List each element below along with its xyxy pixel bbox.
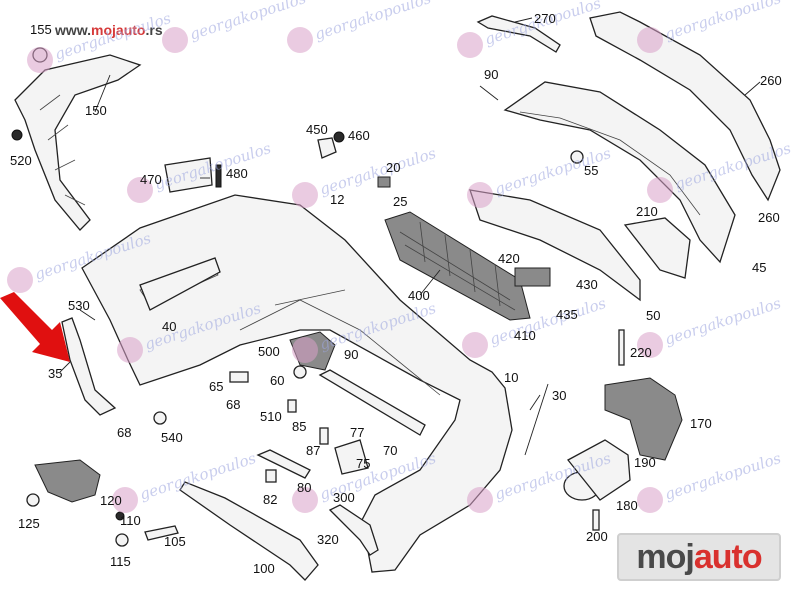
bolt-200-part bbox=[592, 509, 600, 531]
clip-87-part bbox=[319, 427, 329, 445]
callout-label: 10 bbox=[504, 370, 518, 385]
callout-label: 90 bbox=[484, 67, 498, 82]
screw-520-part bbox=[11, 129, 23, 141]
callout-label: 68 bbox=[226, 397, 240, 412]
callout-label: 150 bbox=[85, 103, 107, 118]
pin-220-part bbox=[618, 329, 625, 366]
nut-115-part bbox=[115, 533, 129, 547]
pin-90-part bbox=[479, 85, 499, 101]
bracket-75-part bbox=[334, 439, 369, 475]
clip-60-part bbox=[293, 365, 307, 379]
logo-part-moj: moj bbox=[636, 538, 694, 576]
callout-label: 90 bbox=[344, 347, 358, 362]
side-strip-part bbox=[61, 317, 117, 416]
bracket-120-part bbox=[34, 459, 101, 503]
bracket-80-part bbox=[256, 449, 311, 479]
callout-label: 70 bbox=[383, 443, 397, 458]
callout-label: 420 bbox=[498, 251, 520, 266]
callout-label: 55 bbox=[584, 163, 598, 178]
nut-540-part bbox=[153, 411, 167, 425]
lower-valance-part bbox=[469, 189, 641, 302]
strip-320-part bbox=[328, 504, 379, 556]
callout-label: 210 bbox=[636, 204, 658, 219]
callout-label: 75 bbox=[356, 456, 370, 471]
callout-label: 60 bbox=[270, 373, 284, 388]
callout-label: 530 bbox=[68, 298, 90, 313]
callout-label: 87 bbox=[306, 443, 320, 458]
sensor-block-part bbox=[514, 267, 551, 287]
mojauto-logo: mojauto bbox=[617, 533, 781, 581]
callout-label: 520 bbox=[10, 153, 32, 168]
callout-label: 430 bbox=[576, 277, 598, 292]
callout-label: 100 bbox=[253, 561, 275, 576]
rod-30-part bbox=[524, 383, 549, 456]
callout-label: 410 bbox=[514, 328, 536, 343]
washer-125-part bbox=[26, 493, 40, 507]
callout-label: 68 bbox=[117, 425, 131, 440]
red-arrow-icon bbox=[0, 292, 70, 362]
callout-label: 12 bbox=[330, 192, 344, 207]
callout-label: 300 bbox=[333, 490, 355, 505]
callout-label: 110 bbox=[120, 513, 141, 528]
bolt-105-part bbox=[144, 525, 179, 541]
screw-510-part bbox=[287, 399, 297, 413]
callout-label: 30 bbox=[552, 388, 566, 403]
callout-label: 155 bbox=[30, 22, 52, 37]
callout-label: 460 bbox=[348, 128, 370, 143]
callout-labels: 155 150 520 470 480 450 460 20 25 12 270 90 260 55 210… bbox=[10, 11, 782, 576]
callout-label: 220 bbox=[630, 345, 652, 360]
callout-label: 80 bbox=[297, 480, 311, 495]
callout-label: 435 bbox=[556, 307, 578, 322]
logo-part-auto: auto bbox=[693, 538, 763, 576]
leader-lines bbox=[59, 17, 761, 411]
callout-label: 65 bbox=[209, 379, 223, 394]
callout-label: 25 bbox=[393, 194, 407, 209]
callout-label: 125 bbox=[18, 516, 40, 531]
lower-strip-part bbox=[179, 481, 319, 581]
callout-label: 500 bbox=[258, 344, 280, 359]
callout-label: 540 bbox=[161, 430, 183, 445]
callout-label: 77 bbox=[350, 425, 364, 440]
callout-label: 105 bbox=[164, 534, 186, 549]
bar-70-part bbox=[318, 369, 426, 436]
callout-label: 270 bbox=[534, 11, 556, 26]
callout-label: 170 bbox=[690, 416, 712, 431]
side-bracket-part bbox=[14, 54, 142, 231]
callout-label: 85 bbox=[292, 419, 306, 434]
callout-label: 400 bbox=[408, 288, 430, 303]
callout-label: 200 bbox=[586, 529, 608, 544]
callout-label: 45 bbox=[752, 260, 766, 275]
callout-label: 450 bbox=[306, 122, 328, 137]
bracket-170-part bbox=[604, 377, 683, 461]
callout-label: 180 bbox=[616, 498, 638, 513]
reflector-part bbox=[139, 257, 221, 311]
callout-label: 190 bbox=[634, 455, 656, 470]
callout-label: 40 bbox=[162, 319, 176, 334]
callout-label: 120 bbox=[100, 493, 122, 508]
ring-460-part bbox=[333, 131, 345, 143]
callout-label: 260 bbox=[758, 210, 780, 225]
callout-label: 50 bbox=[646, 308, 660, 323]
callout-label: 35 bbox=[48, 366, 62, 381]
clip-82-part bbox=[265, 469, 277, 483]
callout-label: 20 bbox=[386, 160, 400, 175]
site-url-prefix: www. bbox=[55, 22, 92, 38]
callout-label: 470 bbox=[140, 172, 162, 187]
clip-65-part bbox=[229, 371, 249, 383]
callout-label: 82 bbox=[263, 492, 277, 507]
callout-label: 320 bbox=[317, 532, 339, 547]
callout-label: 480 bbox=[226, 166, 248, 181]
callout-label: 260 bbox=[760, 73, 782, 88]
callout-label: 510 bbox=[260, 409, 282, 424]
clip-450-part bbox=[317, 137, 337, 159]
callout-label: 115 bbox=[110, 554, 131, 569]
bracket-210-part bbox=[623, 217, 691, 279]
